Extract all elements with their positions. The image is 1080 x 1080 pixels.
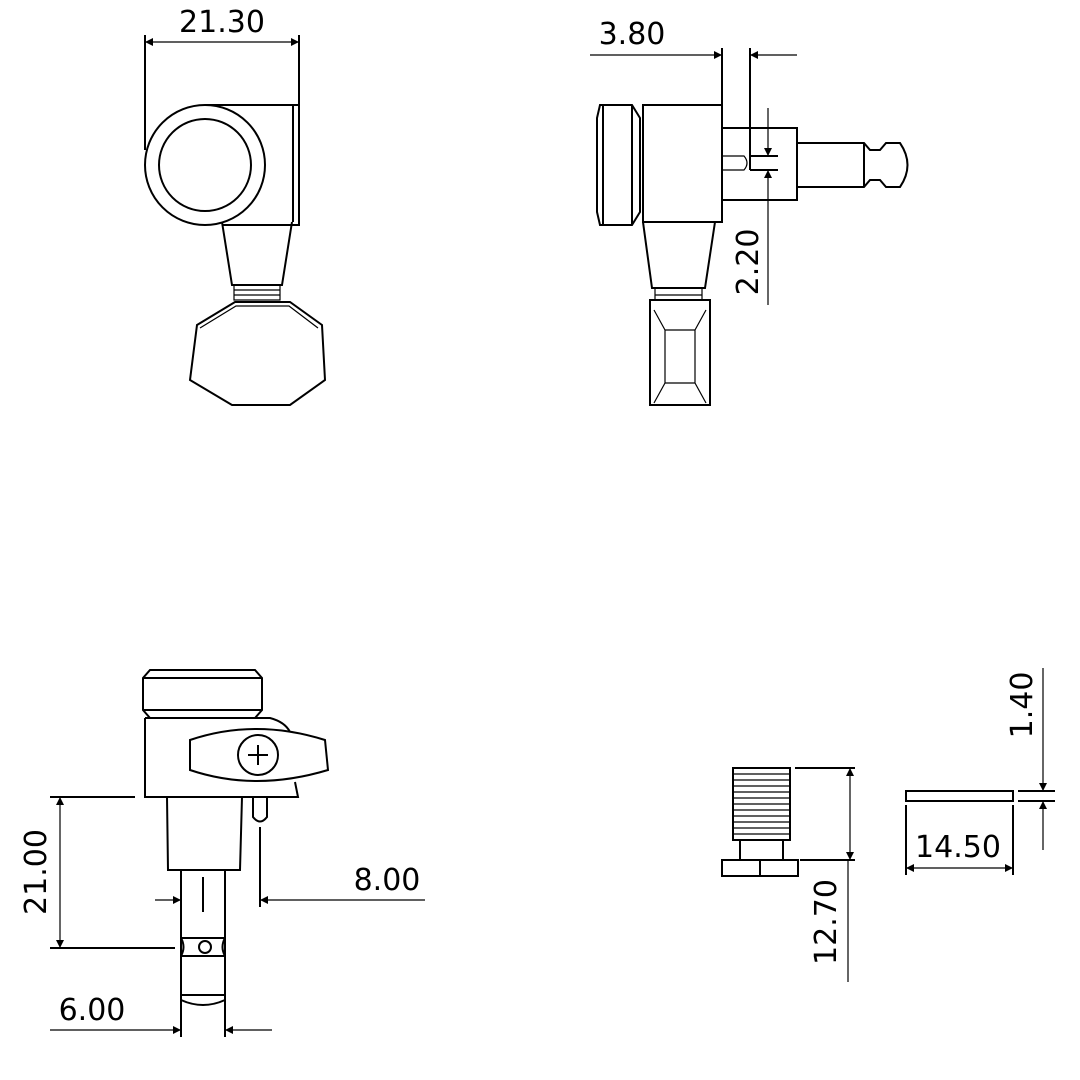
bushing-bolt: 12.70 — [721, 767, 855, 982]
string-post-housing — [144, 104, 266, 226]
dim-pin-distance: 8.00 — [354, 863, 421, 898]
tuner-button — [188, 301, 327, 406]
dim-pin-diameter: 2.20 — [731, 229, 766, 296]
rear-view-tuner: 21.00 8.00 6.00 — [19, 669, 425, 1037]
side-view-tuner: 3.80 2.20 — [590, 17, 909, 406]
dim-bushing-height: 21.00 — [19, 829, 54, 915]
dim-post-offset: 3.80 — [599, 17, 666, 52]
dim-bolt-length: 12.70 — [809, 879, 844, 965]
washer: 14.50 1.40 — [905, 668, 1055, 875]
dim-washer-thickness: 1.40 — [1005, 672, 1040, 739]
dim-shaft-diameter: 6.00 — [59, 993, 126, 1028]
dim-washer-diameter: 14.50 — [915, 830, 1001, 865]
screw-icon — [237, 734, 279, 776]
dim-top-width: 21.30 — [179, 5, 265, 40]
wing-plate — [189, 728, 330, 782]
front-view-tuner: 21.30 — [144, 5, 327, 406]
